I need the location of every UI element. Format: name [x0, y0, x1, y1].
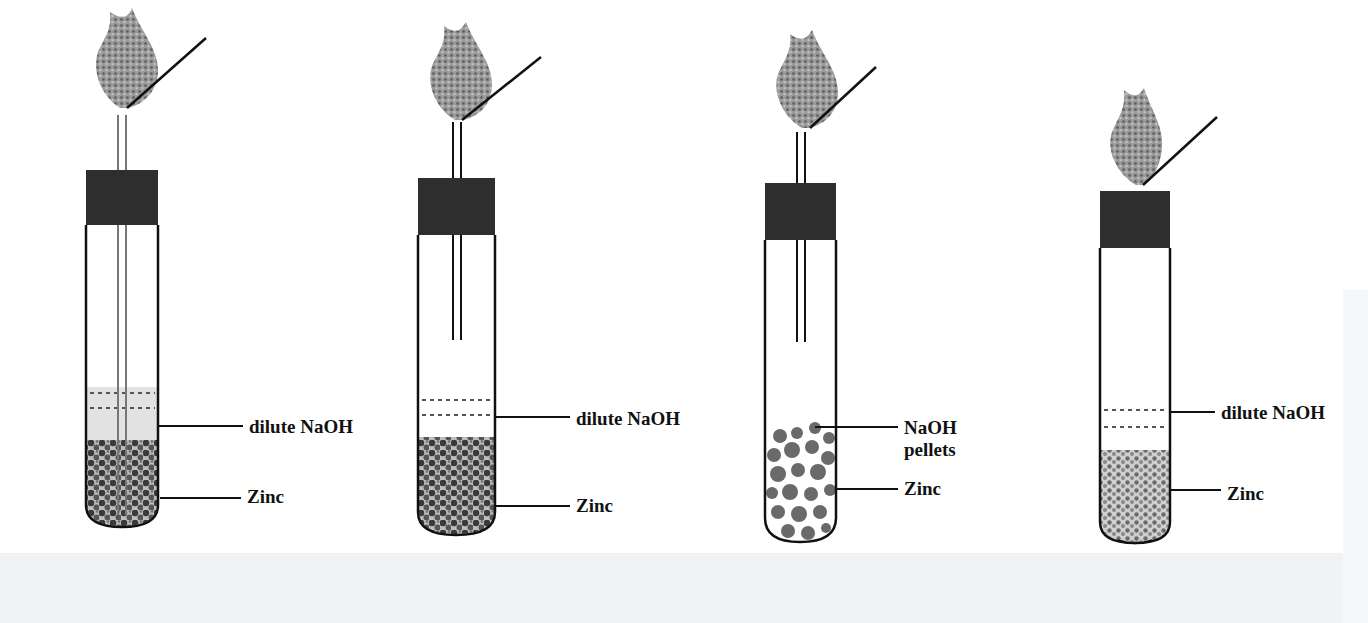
part-label: Zinc: [1227, 483, 1264, 505]
part-label: Zinc: [247, 486, 284, 508]
part-label: dilute NaOH: [249, 416, 353, 438]
part-label: dilute NaOH: [576, 408, 680, 430]
part-label: NaOH pellets: [904, 417, 974, 461]
part-label: dilute NaOH: [1221, 402, 1325, 424]
part-label: Zinc: [576, 495, 613, 517]
part-label: Zinc: [904, 478, 941, 500]
